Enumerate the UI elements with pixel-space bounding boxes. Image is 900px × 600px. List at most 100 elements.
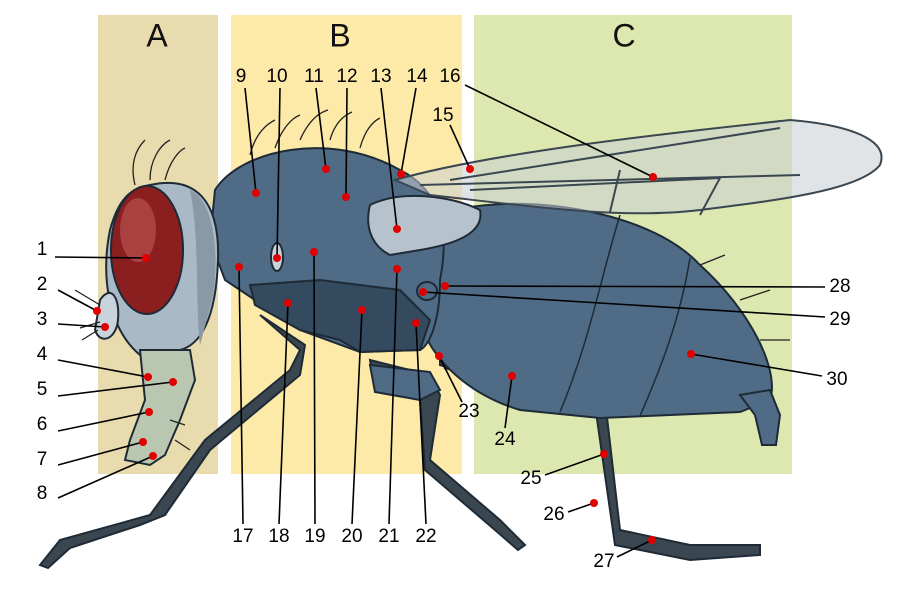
leader-line-3: [57, 323, 106, 328]
leader-line-26: [567, 502, 595, 513]
callout-label-3: 3: [37, 309, 48, 330]
marker-dot-26: [590, 499, 598, 507]
leader-line-1: [54, 256, 147, 259]
leader-line-25: [544, 453, 605, 476]
marker-dot-30: [687, 350, 695, 358]
leader-line-12: [345, 87, 348, 198]
leader-line-5: [57, 381, 174, 397]
fly-illustration: [38, 109, 883, 570]
leader-line-2: [57, 289, 98, 312]
leader-line-16: [464, 84, 654, 178]
leader-line-22: [415, 322, 427, 525]
callout-label-11: 11: [304, 66, 324, 87]
marker-dot-12: [342, 193, 350, 201]
eye-highlight: [120, 198, 156, 262]
callout-label-14: 14: [406, 66, 428, 87]
region-a-label: A: [146, 17, 168, 53]
callout-label-2: 2: [37, 274, 48, 295]
abdomen-tip: [738, 388, 782, 446]
callout-label-16: 16: [439, 66, 460, 87]
leader-lines: [54, 84, 826, 558]
callout-label-21: 21: [378, 526, 399, 547]
callout-label-1: 1: [37, 239, 48, 260]
wing-veins: [419, 127, 801, 216]
callout-label-25: 25: [520, 468, 541, 489]
callout-label-13: 13: [370, 66, 391, 87]
marker-dot-6: [145, 408, 153, 416]
marker-dot-14: [397, 170, 405, 178]
thorax-lower: [248, 278, 432, 354]
marker-dot-3: [101, 323, 109, 331]
marker-dot-15: [466, 165, 474, 173]
marker-dot-8: [149, 452, 157, 460]
leader-line-9: [244, 87, 257, 194]
callout-label-19: 19: [304, 526, 325, 547]
leader-line-21: [388, 268, 398, 525]
callout-label-15: 15: [432, 105, 453, 126]
head-shading: [190, 190, 216, 345]
front-leg: [38, 314, 307, 570]
marker-dot-24: [508, 372, 516, 380]
callout-label-29: 29: [829, 309, 850, 330]
leader-line-24: [504, 375, 513, 429]
region-b-label: B: [329, 17, 350, 53]
leader-line-15: [449, 124, 471, 170]
marker-dot-17: [235, 263, 243, 271]
marker-dot-25: [600, 450, 608, 458]
callout-label-9: 9: [236, 66, 247, 87]
callout-label-10: 10: [266, 66, 287, 87]
callout-label-6: 6: [37, 414, 48, 435]
leader-line-23: [438, 355, 463, 403]
leader-line-6: [57, 411, 150, 432]
callout-label-27: 27: [593, 551, 614, 572]
marker-dot-13: [393, 225, 401, 233]
marker-dot-29: [419, 288, 427, 296]
marker-dot-5: [169, 378, 177, 386]
marker-dot-20: [358, 306, 366, 314]
marker-dot-1: [142, 254, 150, 262]
region-c-label: C: [612, 17, 635, 53]
callout-label-17: 17: [232, 526, 253, 547]
marker-dot-27: [648, 536, 656, 544]
calypter: [367, 195, 482, 257]
leader-line-10: [276, 87, 281, 259]
leader-line-18: [278, 302, 289, 525]
leader-line-30: [690, 353, 823, 377]
marker-dot-18: [284, 299, 292, 307]
marker-dot-4: [144, 373, 152, 381]
leader-line-19: [313, 251, 316, 525]
leader-line-4: [57, 359, 149, 378]
callout-label-30: 30: [826, 369, 847, 390]
abdomen-segments: [559, 214, 691, 417]
bristles: [74, 109, 790, 451]
leader-line-14: [400, 87, 417, 175]
marker-dot-23: [435, 352, 443, 360]
callout-label-18: 18: [268, 526, 289, 547]
marker-dot-11: [322, 165, 330, 173]
marker-dot-9: [252, 189, 260, 197]
marker-dot-16: [649, 173, 657, 181]
leader-line-28: [444, 285, 826, 288]
leader-line-20: [351, 309, 363, 525]
leader-line-29: [422, 291, 826, 318]
wing: [392, 118, 883, 215]
callout-label-8: 8: [37, 483, 48, 504]
callout-label-22: 22: [415, 526, 436, 547]
callout-label-20: 20: [341, 526, 362, 547]
leader-line-17: [238, 266, 244, 525]
middle-femur: [368, 363, 442, 402]
callout-label-5: 5: [37, 379, 48, 400]
callout-label-28: 28: [829, 276, 850, 297]
marker-dot-7: [139, 438, 147, 446]
callout-label-26: 26: [543, 504, 564, 525]
marker-dot-28: [441, 282, 449, 290]
marker-dot-22: [412, 319, 420, 327]
leader-line-11: [315, 87, 327, 170]
callout-label-24: 24: [494, 429, 516, 450]
leader-line-27: [616, 539, 653, 558]
callout-label-4: 4: [37, 344, 48, 365]
marker-dot-10: [273, 254, 281, 262]
proboscis: [123, 349, 197, 467]
callout-label-12: 12: [336, 66, 357, 87]
